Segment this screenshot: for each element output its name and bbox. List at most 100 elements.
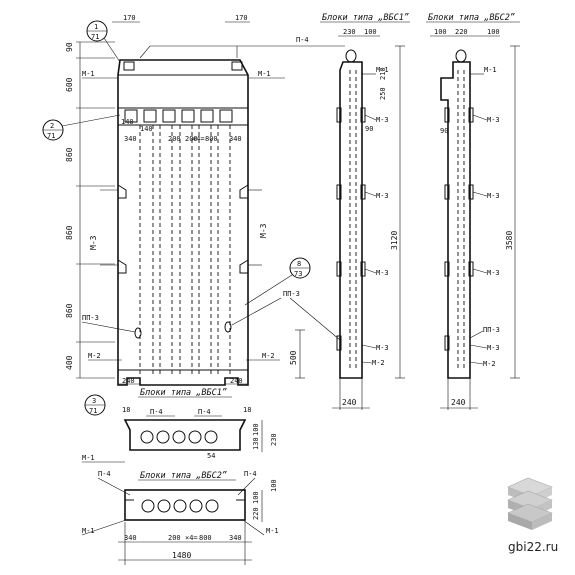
void-opening-4 [181,109,195,123]
label-pp3-left: ПП-3 [82,314,99,322]
svg-text:М-3: М-3 [376,192,389,200]
label-m2-right: М-2 [262,352,275,360]
dim-right-500: 500 [289,350,298,365]
svg-text:3: 3 [92,397,96,405]
svg-text:800: 800 [199,534,212,542]
svg-text:2: 2 [50,122,54,130]
svg-text:100: 100 [252,491,260,504]
svg-text:90: 90 [440,127,448,135]
void-opening-5 [200,109,214,123]
svg-text:73: 73 [294,270,302,278]
dim-top-170-left: 170 [123,14,136,22]
svg-text:230: 230 [343,28,356,36]
svg-text:М-3: М-3 [376,269,389,277]
loop-pp3-right [224,321,232,333]
plan-view-vbs2: Блоки типа „ВБС2” П-4 П-4 100 220 100 М-… [81,470,279,565]
svg-text:340: 340 [229,534,242,542]
svg-text:П-4: П-4 [198,408,211,416]
label-m2-left: М-2 [88,352,101,360]
svg-text:1: 1 [94,23,98,31]
svg-text:М-3: М-3 [487,344,500,352]
svg-text:340: 340 [124,534,137,542]
side-a-body [339,61,363,379]
svg-text:М-1: М-1 [82,527,95,535]
svg-text:18: 18 [243,406,251,414]
dim-left-90: 90 [65,42,74,52]
dim-left-860c: 860 [65,303,74,318]
svg-text:200: 200 [185,135,198,143]
void-opening-6 [219,109,233,123]
svg-text:200: 200 [168,135,181,143]
void-opening-2 [143,109,157,123]
svg-text:×4=: ×4= [185,534,198,542]
svg-text:100: 100 [252,423,260,436]
svg-text:240: 240 [122,377,135,385]
svg-text:М-1: М-1 [376,66,389,74]
main-view-labels: М-1 М-1 М-3 М-3 ПП-3 ПП-3 М-2 М-2 500 34… [81,70,305,398]
svg-text:230: 230 [270,433,278,446]
svg-text:90: 90 [365,125,373,133]
title-main-bottom: Блоки типа „ВБС1” [140,388,227,398]
plan-view-vbs1: 18 18 П-4 П-4 100 130 230 54 М-1 [82,406,278,463]
svg-text:П-4: П-4 [244,470,257,478]
callout-2: 2 71 [42,114,121,141]
dim-overall-1480: 1480 [172,551,191,560]
svg-text:140: 140 [121,118,134,126]
top-loop-left [123,61,135,71]
plan2-outline [124,489,246,521]
svg-text:М-1: М-1 [82,454,95,462]
svg-text:100: 100 [270,479,278,492]
callout-8: 8 73 [244,257,311,306]
dim-left-400: 400 [65,355,74,370]
svg-text:П-4: П-4 [98,470,111,478]
main-block-outline [117,59,249,386]
dim-side-b-height: 3580 [505,231,514,250]
svg-text:100: 100 [487,28,500,36]
svg-text:100: 100 [364,28,377,36]
svg-text:240: 240 [230,377,243,385]
svg-text:220: 220 [252,507,260,520]
svg-text:71: 71 [47,132,55,140]
svg-text:18: 18 [122,406,130,414]
title-vbs2: Блоки типа „ВБС2” [428,13,515,23]
svg-text:М-2: М-2 [372,359,385,367]
side-b-body [440,61,471,379]
svg-text:250: 250 [379,87,387,100]
svg-text:210: 210 [379,67,387,80]
watermark-text: gbi22.ru [508,540,558,554]
dim-left-600: 600 [65,77,74,92]
svg-text:130: 130 [252,437,260,450]
side-a-loop [345,49,357,63]
callout-1: 1 71 [86,20,121,63]
watermark-logo [507,477,553,530]
dim-left-860b: 860 [65,225,74,240]
loop-pp3-left [134,327,142,339]
svg-text:800: 800 [205,135,218,143]
dim-side-a-height: 3120 [390,231,399,250]
svg-text:200: 200 [168,534,181,542]
side-b-loop [455,49,467,63]
svg-text:71: 71 [89,407,97,415]
svg-text:ПП-3: ПП-3 [483,326,500,334]
svg-text:М-3: М-3 [487,116,500,124]
svg-text:8: 8 [297,260,301,268]
void-opening-3 [162,109,176,123]
left-dimension-chain: 90 600 860 860 860 400 [65,41,115,379]
svg-text:340: 340 [229,135,242,143]
svg-text:М-3: М-3 [487,192,500,200]
label-m3-left: М-3 [89,235,98,250]
svg-text:71: 71 [91,33,99,41]
svg-text:М-2: М-2 [483,360,496,368]
svg-text:×4=: ×4= [192,135,205,143]
dim-left-860a: 860 [65,147,74,162]
svg-text:100: 100 [434,28,447,36]
svg-text:140: 140 [140,125,153,133]
label-m1-right: М-1 [258,70,271,78]
svg-text:П-4: П-4 [150,408,163,416]
title-vbs1: Блоки типа „ВБС1” [322,13,409,23]
label-m1-left: М-1 [82,70,95,78]
svg-text:М-3: М-3 [376,116,389,124]
label-m3-right: М-3 [259,223,268,238]
title-plan-bottom: Блоки типа „ВБС2” [140,471,227,481]
